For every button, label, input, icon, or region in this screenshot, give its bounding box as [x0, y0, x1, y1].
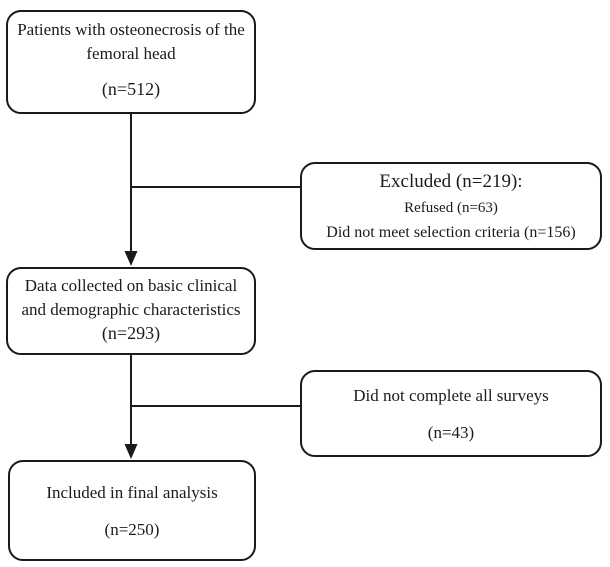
box-incomplete-surveys-count: (n=43): [427, 422, 475, 442]
box-excluded: Excluded (n=219): Refused (n=63) Did not…: [300, 162, 602, 250]
box-data-collected-line2: and demographic characteristics: [21, 300, 241, 319]
box-final-analysis-label: Included in final analysis: [46, 482, 218, 502]
box-incomplete-surveys-label: Did not complete all surveys: [353, 385, 549, 405]
box-data-collected: Data collected on basic clinical and dem…: [6, 267, 256, 355]
box-patients-line2: femoral head: [86, 44, 176, 63]
box-data-collected-label: Data collected on basic clinical and dem…: [21, 274, 240, 322]
box-final-analysis: Included in final analysis (n=250): [8, 460, 256, 561]
arrowhead-to-collected: [124, 251, 138, 266]
box-final-analysis-count: (n=250): [104, 519, 160, 539]
box-patients: Patients with osteonecrosis of the femor…: [6, 10, 256, 114]
box-excluded-heading: Excluded (n=219):: [379, 171, 523, 192]
box-data-collected-count: (n=293): [101, 323, 161, 343]
box-patients-count: (n=512): [101, 79, 161, 99]
box-patients-label: Patients with osteonecrosis of the femor…: [17, 18, 245, 66]
arrowhead-to-final: [124, 444, 138, 459]
box-excluded-reason-refused: Refused (n=63): [404, 200, 498, 216]
box-incomplete-surveys: Did not complete all surveys (n=43): [300, 370, 602, 457]
box-data-collected-line1: Data collected on basic clinical: [24, 276, 238, 295]
box-excluded-reason-criteria: Did not meet selection criteria (n=156): [326, 224, 576, 241]
box-patients-line1: Patients with osteonecrosis of the: [17, 20, 245, 39]
